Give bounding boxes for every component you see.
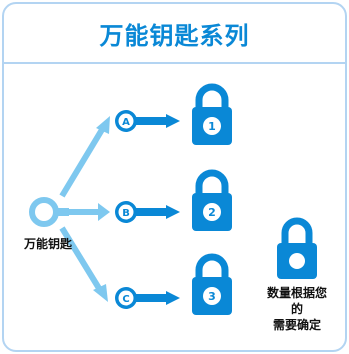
arrow-to-key-a [59,116,110,198]
custom-lock-icon [277,217,317,279]
lock-2-icon: 2 [192,169,232,231]
key-c-icon: C [115,287,180,309]
key-c-letter: C [122,294,129,305]
key-a-letter: A [122,117,130,128]
arrow-to-key-b [68,203,110,221]
lock-1-number: 1 [208,120,216,133]
custom-lock-label-line2: 需要确定 [272,318,321,332]
key-a-icon: A [115,110,180,132]
master-key-icon [29,197,69,227]
page-title: 万能钥匙系列 [99,21,250,50]
title-bar: 万能钥匙系列 [4,4,345,64]
key-b-letter: B [122,208,130,219]
master-key-label: 万能钥匙 [24,237,73,251]
custom-lock-label-line1: 数量根据您的 [266,286,327,316]
lock-3-number: 3 [208,290,216,303]
custom-lock-label: 数量根据您的 需要确定 [264,285,330,333]
lock-2-number: 2 [208,206,216,219]
arrow-to-key-c [59,226,108,302]
master-key-series-card: 万能钥匙系列 [2,2,347,352]
lock-3-icon: 3 [192,253,232,315]
key-b-icon: B [115,201,180,223]
lock-1-icon: 1 [192,83,232,145]
